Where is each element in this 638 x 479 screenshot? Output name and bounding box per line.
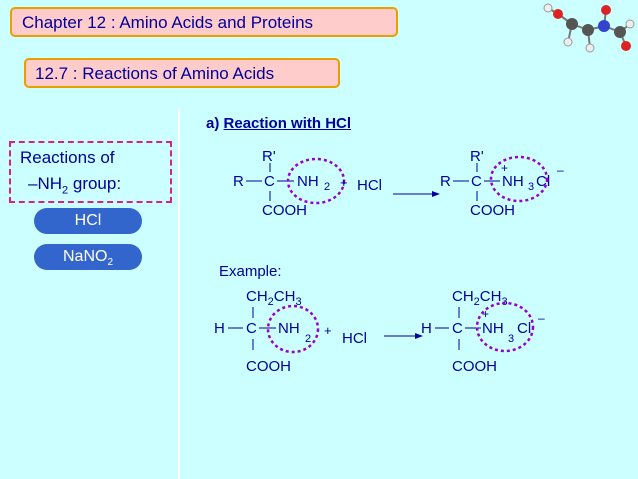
highlight-circle-r1-reactant <box>286 157 346 205</box>
svg-text:2: 2 <box>305 333 311 345</box>
svg-text:H: H <box>214 320 225 337</box>
hcl-button[interactable]: HCl <box>34 208 142 234</box>
chapter-title: Chapter 12 : Amino Acids and Proteins <box>22 13 314 32</box>
svg-text:CH2CH3: CH2CH3 <box>246 288 302 308</box>
reaction2-reactant: CH2CH3 H C NH 2 COOH <box>214 288 311 375</box>
example-label: Example: <box>219 263 282 280</box>
reaction1-reactant: R' R C NH 2 COOH <box>233 148 330 219</box>
svg-text:R: R <box>440 173 451 190</box>
svg-text:C: C <box>264 173 275 190</box>
section-title: 12.7 : Reactions of Amino Acids <box>35 64 275 83</box>
svg-text:COOH: COOH <box>470 202 515 219</box>
svg-text:–: – <box>557 163 564 177</box>
highlight-circle-r2-product <box>475 301 535 353</box>
svg-text:2: 2 <box>324 181 330 193</box>
svg-text:COOH: COOH <box>246 358 291 375</box>
plus-sign: + <box>340 175 348 190</box>
svg-text:CH2CH3: CH2CH3 <box>452 288 508 308</box>
svg-text:3: 3 <box>528 181 534 193</box>
reaction1-product: R' R C + NH 3 Cl – COOH <box>440 148 564 219</box>
svg-text:R: R <box>233 173 244 190</box>
svg-text:R': R' <box>470 148 484 165</box>
svg-text:COOH: COOH <box>452 358 497 375</box>
svg-text:R': R' <box>262 148 276 165</box>
svg-text:NH: NH <box>297 173 319 190</box>
svg-text:NH: NH <box>502 173 524 190</box>
plus-sign: + <box>324 323 332 338</box>
sidebar-heading-line2: –NH2 group: <box>28 174 122 197</box>
svg-text:C: C <box>246 320 257 337</box>
reagent-hcl: HCl <box>357 177 382 194</box>
reagent-hcl: HCl <box>342 330 367 347</box>
svg-text:COOH: COOH <box>262 202 307 219</box>
svg-text:+: + <box>482 307 489 321</box>
svg-text:NH: NH <box>278 320 300 337</box>
section-title-bar: 12.7 : Reactions of Amino Acids <box>24 58 340 88</box>
svg-text:H: H <box>421 320 432 337</box>
vertical-divider <box>178 108 180 479</box>
svg-text:–: – <box>538 311 545 325</box>
sidebar-heading-box <box>9 141 172 203</box>
highlight-circle-r2-reactant <box>266 304 320 354</box>
highlight-circle-r1-product <box>489 155 549 203</box>
svg-text:+: + <box>501 161 508 175</box>
section-a-heading: a) Reaction with HCl <box>206 115 352 132</box>
reaction2-product: CH2CH3 H C + NH 3 Cl – COOH <box>421 288 545 375</box>
nano2-button[interactable]: NaNO2 <box>34 244 142 270</box>
svg-text:Cl: Cl <box>517 320 531 337</box>
molecule-model-icon <box>543 3 635 53</box>
svg-text:NH: NH <box>482 320 504 337</box>
svg-text:3: 3 <box>508 333 514 345</box>
svg-text:C: C <box>471 173 482 190</box>
chapter-title-bar: Chapter 12 : Amino Acids and Proteins <box>10 7 398 37</box>
sidebar-heading-line1: Reactions of <box>20 148 115 167</box>
svg-text:C: C <box>452 320 463 337</box>
